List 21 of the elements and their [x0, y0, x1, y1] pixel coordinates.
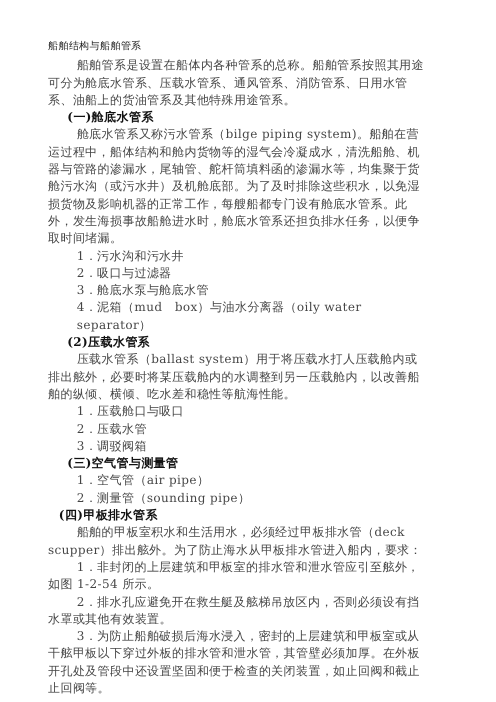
page-header: 船舶结构与船舶管系	[48, 40, 143, 54]
paragraph: 2．排水孔应避免开在救生艇及舷梯吊放区内，否则必须设有挡水罩或其他有效装置。	[48, 594, 421, 628]
list-item: 2．吸口与过滤器	[76, 264, 173, 282]
list-item: 3．调驳阀箱	[76, 438, 148, 455]
section-heading: (2)压载水管系	[66, 334, 152, 352]
paragraph: 船舶管系是设置在船体内各种管系的总称。船舶管系按照其用途可分为舱底水管系、压载水管系、通风管系、消防管系、日用水管系、油船上的货油管系及其他特殊用途管系。	[48, 57, 424, 109]
paragraph: 舱底水管系又称污水管系（bilge piping system)。船舶在营运过程中，船体结构和舱内货物等的湿气会冷凝成水，清洗船舱、机器与管路的渗漏水，尾轴管、舵杆筒填料函的渗漏水等，均集聚于货舱污水沟（或污水井）及机舱底部。为了及时排除这些积水，以免湿损货物及影响机器的正常工作，每艘船都专门设有舱底水管系。此外，发生海损事故船舱进水时，舱底水管系还担负排水任务，以便争取时间堵漏。	[48, 126, 421, 248]
list-item: 2．压载水管	[76, 420, 148, 438]
section-heading: (三)空气管与测量管	[66, 455, 180, 472]
paragraph: 3．为防止船舶破损后海水浸入，密封的上层建筑和甲板室或从干舷甲板以下穿过外板的排水管和泄水管，其管壁必须加厚。在外板开孔处及管段中还设置坚固和便于检查的关闭装置，如止回阀和截止止回阀等。	[48, 628, 421, 697]
list-item: 1．空气管（air pipe）	[76, 472, 210, 490]
section-heading: (一)舱底水管系	[66, 109, 155, 126]
list-item: 1．压载舱口与吸口	[76, 403, 186, 420]
paragraph: 压载水管系（ballast system）用于将压载水打人压载舱内或排出舷外，必要时将某压载舱内的水调整到另一压载舱内，以改善船舶的纵倾、横倾、吃水差和稳性等航海性能。	[48, 351, 421, 403]
list-item: 3．舱底水泵与舱底水管	[76, 282, 210, 300]
paragraph: 1．非封闭的上层建筑和甲板室的排水管和泄水管应引至舷外，如图 1-2-54 所示。	[48, 558, 421, 594]
list-item: 4．泥箱（mud box）与油水分离器（oily water separator）	[76, 299, 362, 334]
list-item: 1．污水沟和污水井	[76, 248, 186, 265]
paragraph: 船舶的甲板室积水和生活用水，必须经过甲板排水管（deck scupper）排出舷外。为了防止海水从甲板排水管进入船内，要求：	[48, 524, 424, 559]
list-item: 2．测量管（sounding pipe）	[76, 490, 252, 507]
section-heading: (四)甲板排水管系	[58, 507, 159, 524]
